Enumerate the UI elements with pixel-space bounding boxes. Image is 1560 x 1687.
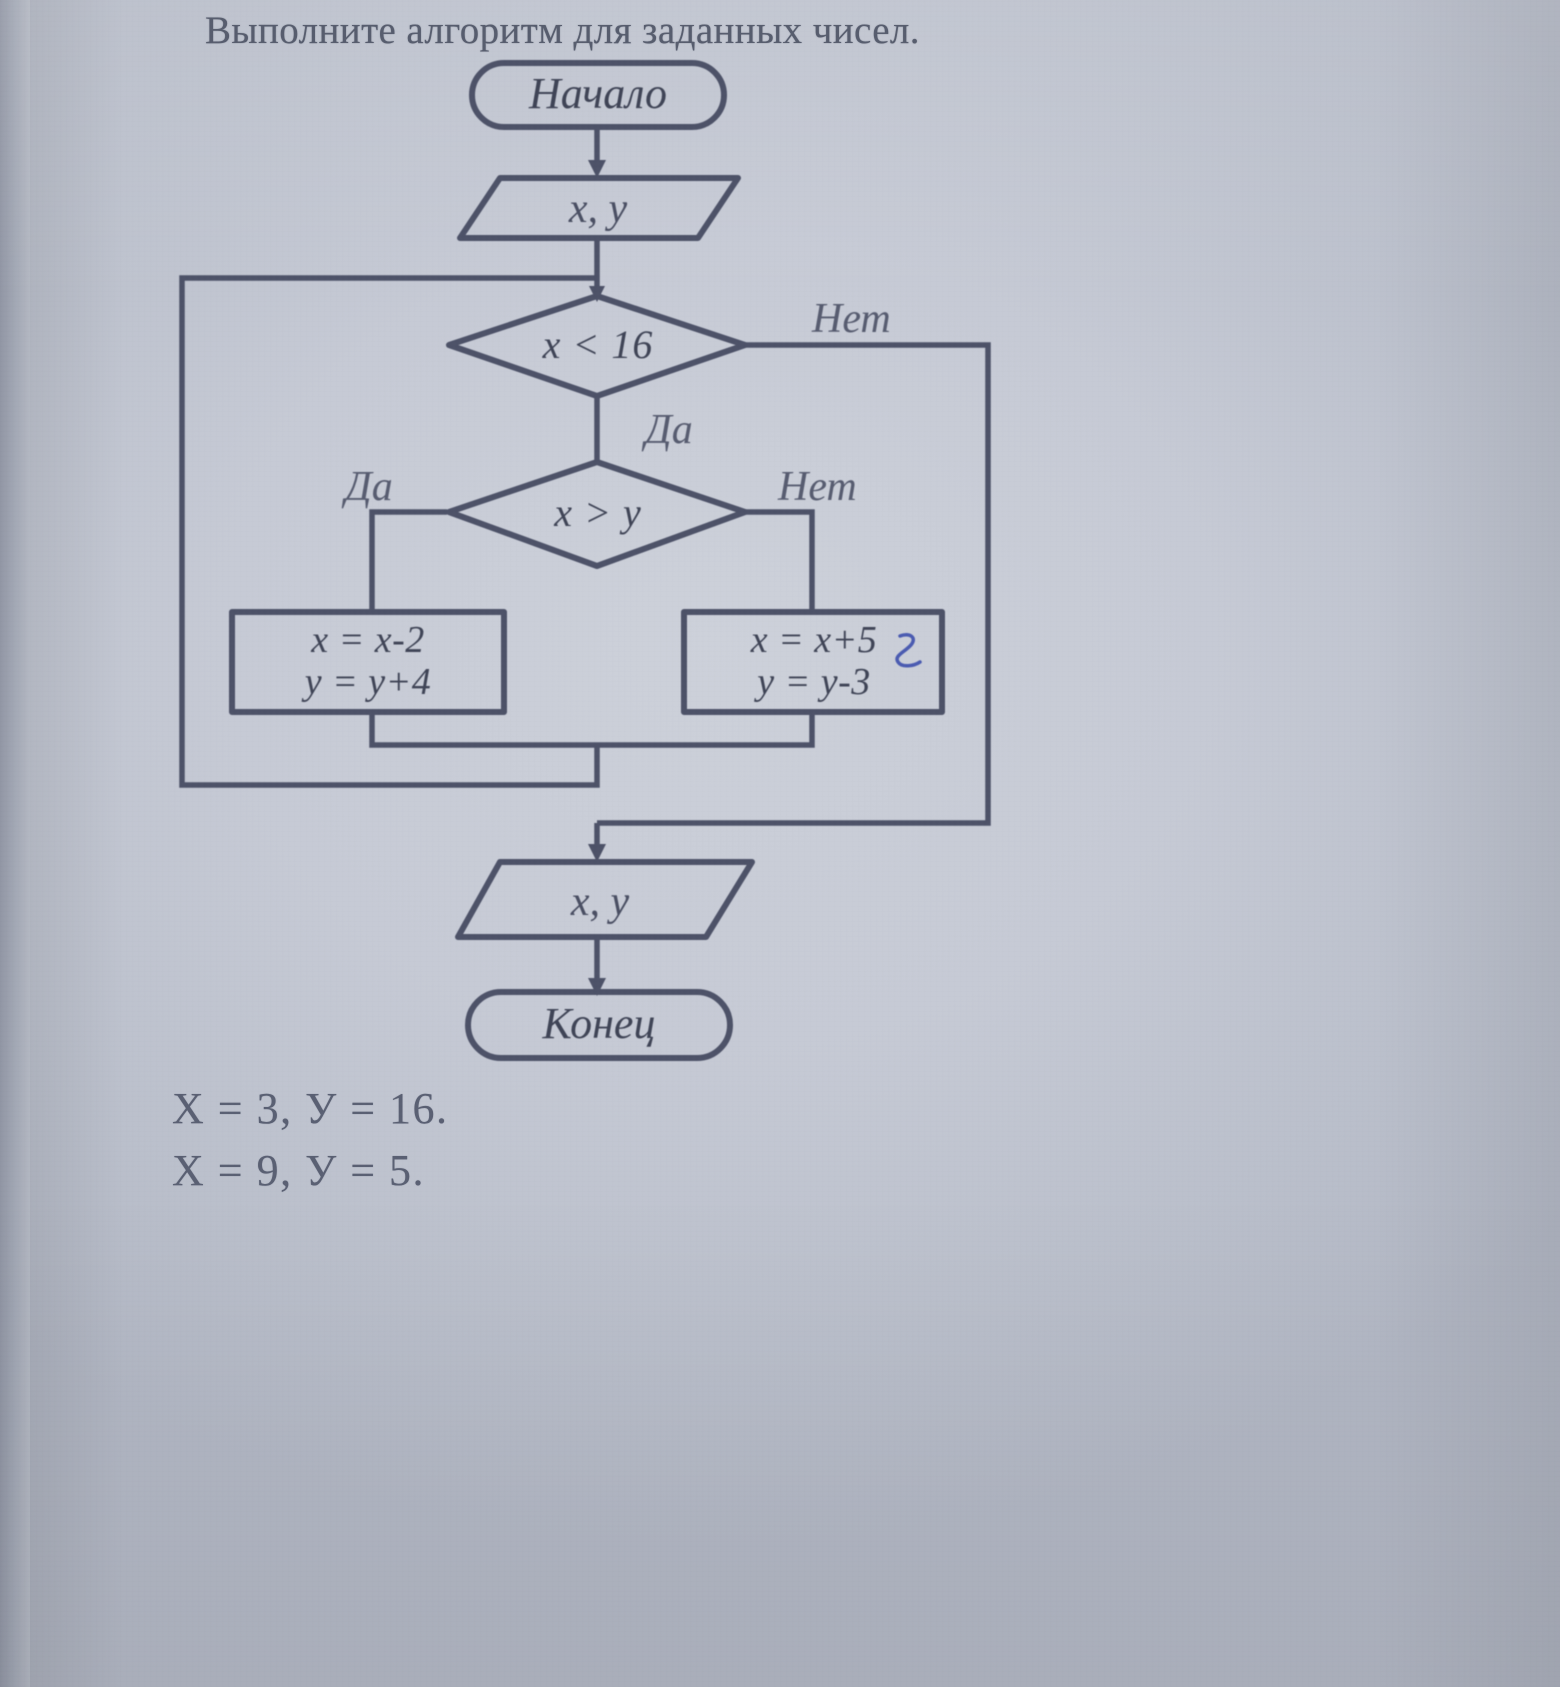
pen-annotation-mark <box>895 633 922 668</box>
terminal-start-label: Начало <box>528 69 667 118</box>
flowchart-diagram: Начало x, y x < 16 Нет Да x > y Да Нет x… <box>179 60 991 1061</box>
io-output: x, y <box>455 859 755 940</box>
page-title: Выполните алгоритм для заданных чисел. <box>205 9 920 52</box>
decision2-yes-label: Да <box>341 464 393 510</box>
decision2-no-label: Нет <box>777 464 857 510</box>
process-right-line2: y = y-3 <box>753 661 871 703</box>
process-left: x = x-2 y = y+4 <box>229 609 507 715</box>
connector-process-merge-loop <box>179 275 815 788</box>
decision-x-lt-16: x < 16 <box>446 293 748 399</box>
given-case-2: X = 9, У = 5. <box>172 1146 426 1195</box>
connector-decision2-no <box>745 509 815 612</box>
connector-output-to-end <box>588 937 606 996</box>
process-right-line1: x = x+5 <box>750 619 878 661</box>
terminal-start: Начало <box>469 60 727 130</box>
terminal-end-label: Конец <box>542 999 656 1048</box>
connector-decision1-no <box>588 342 991 862</box>
decision1-yes-label: Да <box>641 407 693 453</box>
connector-input-to-decision1 <box>589 238 605 302</box>
process-left-line1: x = x-2 <box>310 619 425 661</box>
io-input-label: x, y <box>568 186 628 232</box>
decision-x-lt-16-label: x < 16 <box>542 322 654 367</box>
decision-x-gt-y-label: x > y <box>553 490 642 535</box>
terminal-end: Конец <box>465 989 733 1061</box>
decision1-no-label: Нет <box>811 296 891 342</box>
connector-start-to-input <box>588 125 606 178</box>
io-input: x, y <box>457 175 741 241</box>
decision-x-gt-y: x > y <box>446 459 748 569</box>
connector-decision2-yes <box>369 509 447 612</box>
process-right: x = x+5 y = y-3 <box>681 609 945 715</box>
given-case-1: X = 3, У = 16. <box>172 1084 449 1133</box>
process-left-line2: y = y+4 <box>301 661 432 703</box>
io-output-label: x, y <box>570 879 630 925</box>
given-values-block: X = 3, У = 16. X = 9, У = 5. <box>172 1078 449 1202</box>
